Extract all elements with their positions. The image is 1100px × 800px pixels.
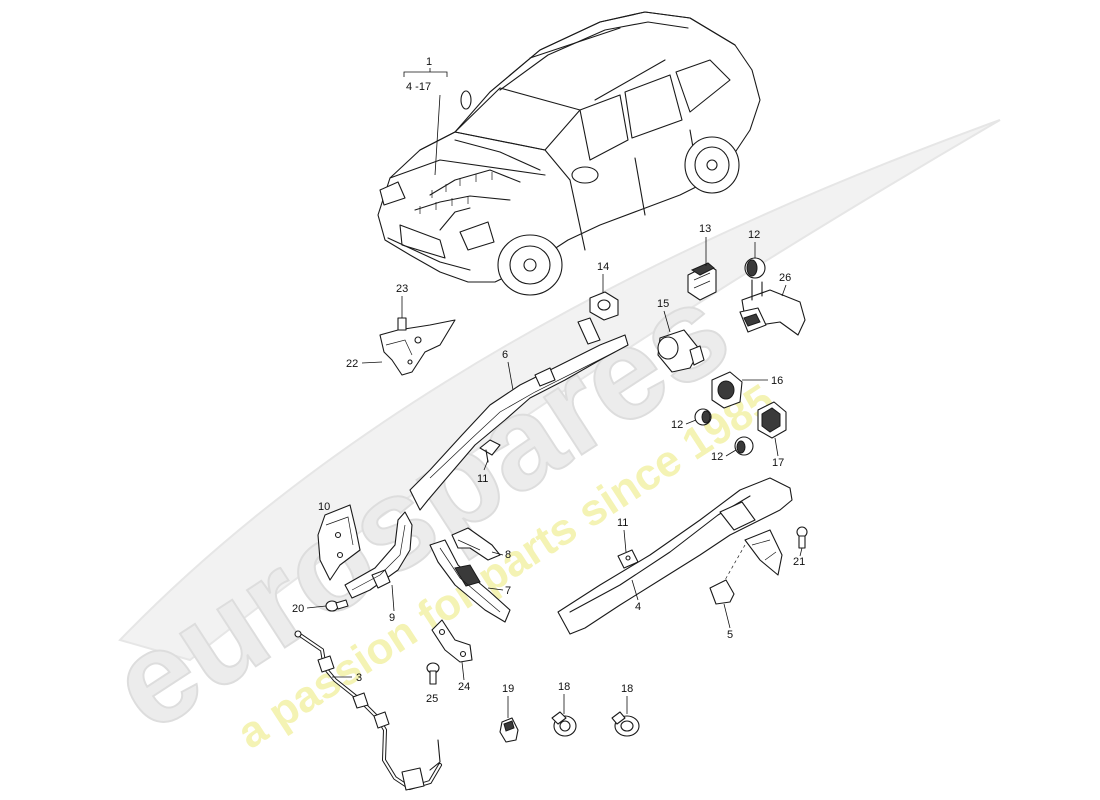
part-12-sensor-top: [744, 257, 766, 279]
part-8-bracket: [451, 527, 501, 561]
part-18-clamp-b: [611, 711, 640, 737]
part-13-sensor: [687, 262, 717, 301]
part-10-plate: [317, 504, 361, 581]
callout-24: 24: [458, 681, 470, 693]
callout-17: 17: [772, 457, 784, 469]
callout-12-top: 12: [748, 229, 760, 241]
callout-19: 19: [502, 683, 514, 695]
callout-12-lower: 12: [711, 451, 723, 463]
callout-10: 10: [318, 501, 330, 513]
callout-23: 23: [396, 283, 408, 295]
callout-6: 6: [502, 349, 508, 361]
callout-25: 25: [426, 693, 438, 705]
callout-3: 3: [356, 672, 362, 684]
callout-20: 20: [292, 603, 304, 615]
part-24-bracket: [431, 619, 473, 663]
part-19-clip: [499, 717, 519, 743]
callout-group-1: 1 4 -17: [403, 56, 448, 176]
callout-9: 9: [389, 612, 395, 624]
part-21-screw: [796, 526, 808, 549]
part-4-tray: [557, 477, 793, 635]
part-7-holder: [429, 539, 511, 623]
callout-14: 14: [597, 261, 609, 273]
part-12-sensor-middle: [694, 408, 712, 426]
callout-1: 1: [426, 56, 432, 68]
callout-7: 7: [505, 585, 511, 597]
part-17-sensor: [757, 401, 787, 439]
callout-26: 26: [779, 272, 791, 284]
part-20-screw: [325, 599, 349, 612]
part-26-bracket: [739, 279, 806, 336]
part-16-sensor: [711, 371, 743, 409]
callout-5: 5: [727, 629, 733, 641]
callout-15: 15: [657, 298, 669, 310]
callout-8: 8: [505, 549, 511, 561]
part-22-bracket: [379, 317, 456, 376]
callout-22: 22: [346, 358, 358, 370]
part-12-sensor-lower: [734, 436, 754, 456]
callout-12-middle: 12: [671, 419, 683, 431]
part-3-cable: [294, 630, 442, 791]
callout-21: 21: [793, 556, 805, 568]
callout-13: 13: [699, 223, 711, 235]
part-9-support: [344, 511, 413, 599]
callout-11-lower: 11: [617, 517, 628, 529]
callout-18-a: 18: [558, 681, 570, 693]
part-25-screw: [426, 662, 440, 685]
callout-4: 4: [635, 601, 641, 613]
part-5-clip: [709, 579, 735, 605]
callout-18-b: 18: [621, 683, 633, 695]
part-15-sensor-housing: [657, 329, 705, 373]
callout-1-range: 4 -17: [406, 81, 431, 93]
part-6-support: [409, 317, 629, 511]
part-18-clamp-a: [551, 711, 577, 737]
callout-11-upper: 11: [477, 473, 488, 485]
part-14-holder: [589, 291, 619, 321]
callout-16: 16: [771, 375, 783, 387]
vehicle-illustration: [377, 11, 761, 296]
part-11-clip-lower: [617, 549, 639, 569]
